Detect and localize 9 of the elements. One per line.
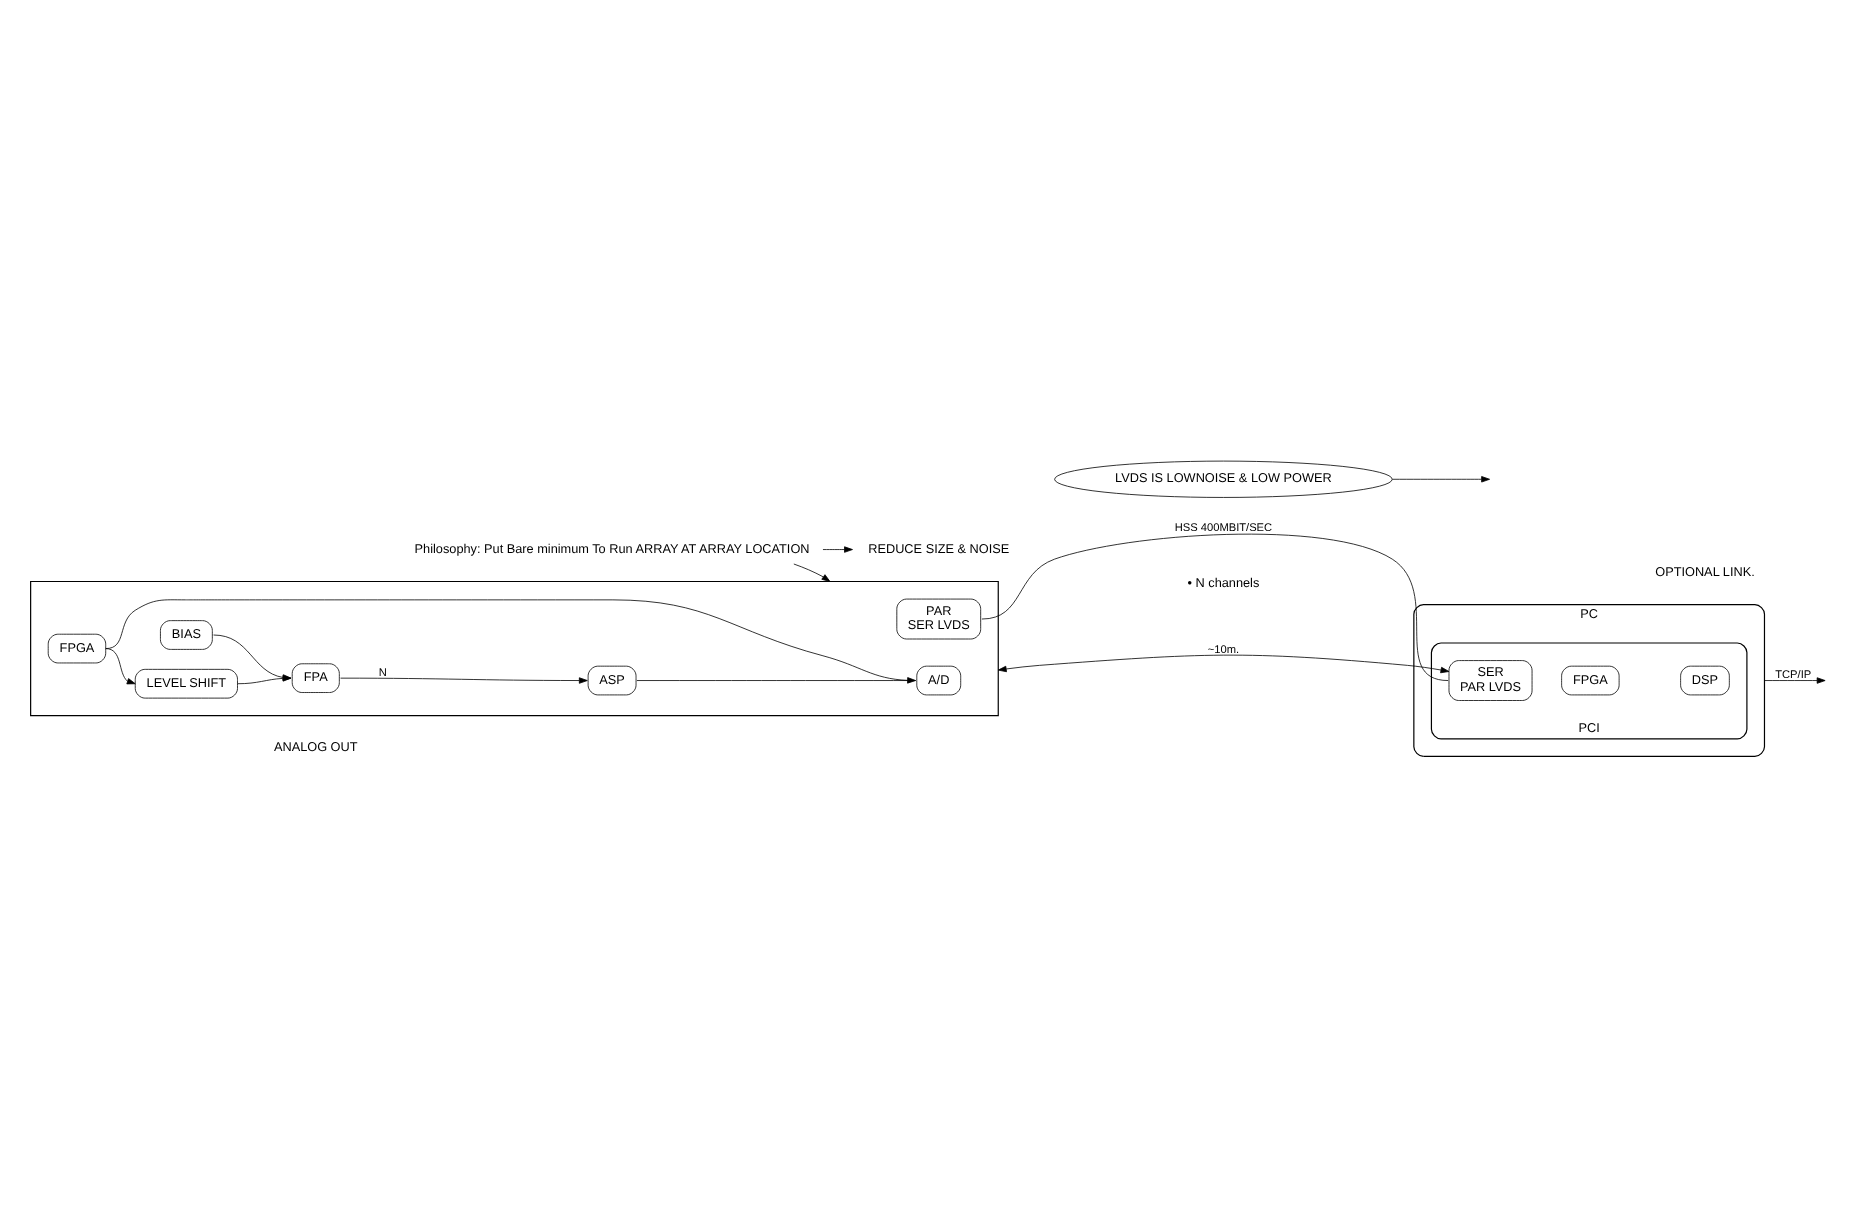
cluster (30, 579, 999, 716)
arrow (105, 647, 136, 684)
arrow (340, 676, 588, 683)
arrow (1764, 676, 1826, 683)
arrow (997, 653, 1450, 673)
arrow (822, 545, 853, 552)
arrow (793, 562, 831, 581)
arrow (1391, 475, 1490, 482)
connector (981, 532, 1449, 680)
